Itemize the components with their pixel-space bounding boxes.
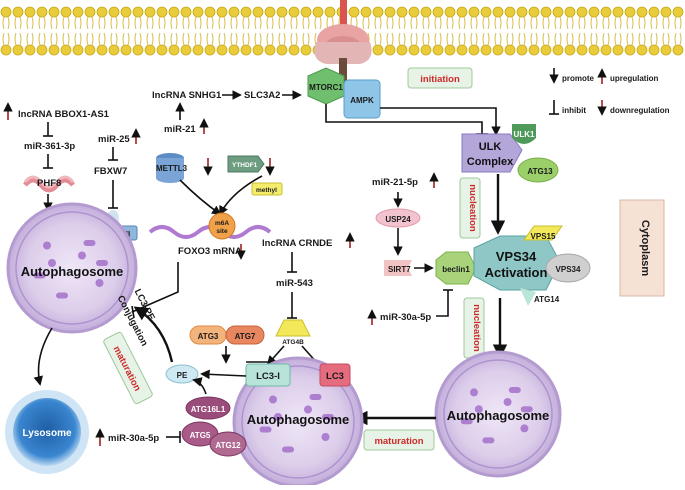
nucleation-label-1: nucleation bbox=[467, 184, 478, 232]
ulk1: ULK1 bbox=[514, 130, 535, 139]
mir-21: miR-21 bbox=[164, 124, 196, 135]
legend-upregulation: upregulation bbox=[610, 74, 659, 83]
mtorc1: MTORC1 bbox=[309, 83, 343, 92]
autophagosome-left-vesicle bbox=[6, 202, 138, 334]
mir-25: miR-25 bbox=[98, 134, 130, 145]
mettl3: METTL3 bbox=[156, 164, 188, 173]
atg16l1: ATG16L1 bbox=[191, 405, 226, 414]
lncrna-crnde: lncRNA CRNDE bbox=[262, 238, 332, 249]
atg3: ATG3 bbox=[198, 332, 219, 341]
mir-21-5p: miR-21-5p bbox=[372, 177, 418, 188]
slc3a2: SLC3A2 bbox=[244, 90, 280, 101]
mir-30a-5p-right: miR-30a-5p bbox=[380, 312, 431, 323]
ampk-shape bbox=[343, 79, 381, 119]
methyl: methyl bbox=[256, 187, 277, 194]
vps34-activation-line2: Activation bbox=[485, 265, 548, 280]
atg7-shape bbox=[225, 325, 265, 345]
autophagosome-left: Autophagosome bbox=[21, 264, 124, 279]
pe-shape bbox=[165, 364, 199, 384]
phf8: PHF8 bbox=[37, 178, 61, 189]
atg16l1-complex-shape bbox=[181, 396, 247, 457]
atg5: ATG5 bbox=[190, 431, 211, 440]
foxo3-mrna: FOXO3 mRNA bbox=[178, 246, 242, 257]
autophagosome-center: Autophagosome bbox=[247, 412, 350, 427]
ulk-complex-shape bbox=[461, 124, 559, 183]
pe: PE bbox=[177, 371, 188, 380]
ulk-complex-line2: Complex bbox=[467, 156, 514, 168]
mir-30a-5p-bottom: miR-30a-5p bbox=[108, 433, 159, 444]
atg7: ATG7 bbox=[235, 332, 256, 341]
m6a-line1: m6A bbox=[215, 220, 229, 227]
lncrna-snhg1: lncRNA SNHG1 bbox=[152, 90, 222, 101]
usp24-shape bbox=[375, 208, 421, 228]
atg4b-shape bbox=[275, 319, 311, 337]
mir-361-3p: miR-361-3p bbox=[24, 141, 75, 152]
mettl3-shape bbox=[156, 153, 184, 183]
lc3: LC3 bbox=[326, 371, 344, 382]
legend: promote upregulation inhibit downregulat… bbox=[549, 68, 670, 116]
atg14: ATG14 bbox=[534, 295, 560, 304]
lncrna-bbox1-as1: lncRNA BBOX1-AS1 bbox=[18, 109, 110, 120]
atg12: ATG12 bbox=[215, 441, 241, 450]
m6a-site-shape bbox=[208, 212, 236, 240]
initiation-label: initiation bbox=[420, 74, 460, 85]
lc3-i-box bbox=[245, 363, 291, 387]
maturation-box-1 bbox=[103, 331, 153, 405]
legend-inhibit: inhibit bbox=[562, 106, 586, 115]
ythdf1-shape bbox=[227, 155, 265, 173]
autophagosome-right: Autophagosome bbox=[447, 408, 550, 423]
cytoplasm-label: Cytoplasm bbox=[639, 220, 651, 276]
usp24: USP24 bbox=[385, 215, 411, 224]
vps34: VPS34 bbox=[556, 265, 581, 274]
vps34-complex-shape bbox=[473, 225, 591, 306]
lysosome-vesicle bbox=[5, 390, 89, 474]
beclin1: beclin1 bbox=[442, 265, 470, 274]
legend-downregulation: downregulation bbox=[610, 106, 670, 115]
methyl-tag bbox=[251, 182, 283, 196]
phf8-protein bbox=[23, 175, 75, 193]
ythdf1: YTHDF1 bbox=[232, 162, 258, 169]
legend-promote: promote bbox=[562, 74, 595, 83]
vps34-activation-line1: VPS34 bbox=[496, 249, 537, 264]
cytoplasm-box bbox=[619, 199, 665, 297]
autophagosome-right-vesicle bbox=[434, 350, 562, 478]
initiation-box bbox=[407, 67, 473, 89]
nucleation-box-1 bbox=[459, 177, 481, 239]
m6a-line2: site bbox=[216, 228, 228, 235]
atg13: ATG13 bbox=[527, 167, 553, 176]
lysosome: Lysosome bbox=[22, 428, 72, 439]
lc3-i: LC3-I bbox=[256, 371, 280, 382]
nucleation-label-2: nucleation bbox=[471, 304, 482, 352]
beclin1-shape bbox=[435, 251, 477, 285]
maturation-box-2 bbox=[363, 429, 435, 451]
mir-543: miR-543 bbox=[276, 278, 313, 289]
maturation-label-2: maturation bbox=[374, 436, 423, 447]
sirt7: SIRT7 bbox=[388, 265, 411, 274]
lc3-box bbox=[319, 363, 351, 387]
vps15: VPS15 bbox=[531, 232, 556, 241]
sirt7-shape bbox=[384, 260, 412, 276]
fbxw7: FBXW7 bbox=[94, 166, 127, 177]
ampk: AMPK bbox=[350, 96, 374, 105]
membrane-receptor bbox=[314, 0, 372, 84]
ulk-complex-line1: ULK bbox=[479, 141, 502, 153]
atg4b: ATG4B bbox=[282, 339, 304, 346]
